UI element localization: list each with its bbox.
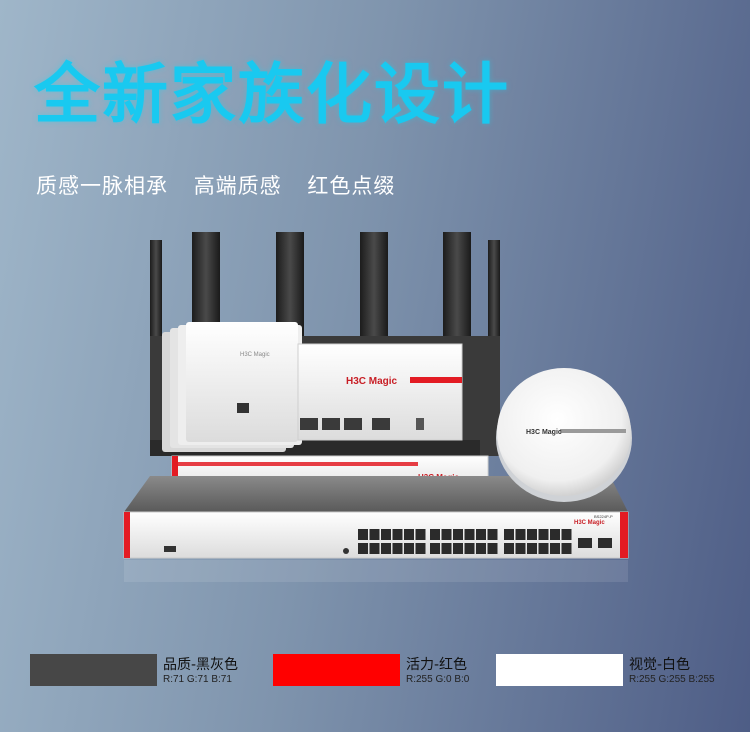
swatch-white-rgb: R:255 G:255 B:255 (629, 674, 715, 685)
switch-port (504, 543, 514, 554)
swatch-red-rgb: R:255 G:0 B:0 (406, 674, 470, 685)
swatch-gray (30, 654, 157, 686)
swatch-white-label: 视觉-白色 (629, 657, 691, 673)
ceiling-access-point: H3C Magic (496, 368, 632, 502)
switch-port (504, 529, 514, 540)
switch-port (369, 543, 380, 554)
red-accent-stripe (410, 377, 462, 383)
switch-port (441, 543, 452, 554)
subline-item-3: 红色点缀 (307, 174, 396, 198)
subline: 质感一脉相承 高端质感 红色点缀 (36, 170, 413, 200)
switch-port (464, 529, 475, 540)
switch-port (415, 543, 426, 554)
switch-port (538, 529, 549, 540)
switch-port (550, 529, 560, 540)
switch-port (464, 543, 475, 554)
swatch-white (496, 654, 623, 686)
product-family-illustration: H3C Magic H3C Magic H3C Magic H3C Magic … (123, 232, 632, 559)
access-point-logo: H3C Magic (526, 429, 562, 436)
switch-port (415, 529, 426, 540)
switch-port (561, 543, 572, 554)
switch-port (527, 529, 537, 540)
swatch-gray-rgb: R:71 G:71 B:71 (163, 674, 232, 685)
switch-port (515, 543, 526, 554)
switch-port (550, 543, 560, 554)
switch-port (515, 529, 526, 540)
switch-port (561, 529, 572, 540)
switch-port (441, 529, 452, 540)
main-switch: H3C Magic BS224P-P (123, 476, 629, 559)
switch-port (453, 543, 463, 554)
switch-port (453, 529, 463, 540)
router-antenna (360, 232, 388, 342)
subline-item-1: 质感一脉相承 (36, 174, 168, 198)
switch-red-edge (124, 512, 130, 558)
switch-port (358, 529, 368, 540)
wall-panel-aps: H3C Magic (162, 322, 302, 452)
switch-port (404, 529, 414, 540)
switch-port (527, 543, 537, 554)
switch-port (381, 543, 391, 554)
color-swatches: 品质-黑灰色 R:71 G:71 B:71 活力-红色 R:255 G:0 B:… (0, 654, 750, 694)
main-switch-logo: H3C Magic (574, 520, 605, 526)
switch-port (404, 543, 414, 554)
switch-port (381, 529, 391, 540)
switch-port (358, 543, 368, 554)
switch-port (430, 529, 440, 540)
switch-port (430, 543, 440, 554)
switch-port (476, 543, 486, 554)
switch-port (476, 529, 486, 540)
swatch-red (273, 654, 400, 686)
subline-item-2: 高端质感 (193, 174, 282, 198)
switch-port (487, 543, 498, 554)
ethernet-port (237, 403, 249, 413)
switch-port (369, 529, 380, 540)
wall-panel-front (186, 322, 298, 442)
switch-port (487, 529, 498, 540)
router-logo: H3C Magic (346, 376, 398, 387)
swatch-red-label: 活力-红色 (406, 657, 468, 673)
switch-port (392, 529, 403, 540)
svg-text:H3C Magic: H3C Magic (240, 352, 270, 358)
switch-port (538, 543, 549, 554)
switch-port (392, 543, 403, 554)
swatch-gray-label: 品质-黑灰色 (163, 657, 239, 673)
router-antenna (443, 232, 471, 342)
headline: 全新家族化设计 (34, 56, 510, 133)
main-switch-model: BS224P-P (594, 514, 613, 519)
white-router: H3C Magic (297, 343, 463, 441)
